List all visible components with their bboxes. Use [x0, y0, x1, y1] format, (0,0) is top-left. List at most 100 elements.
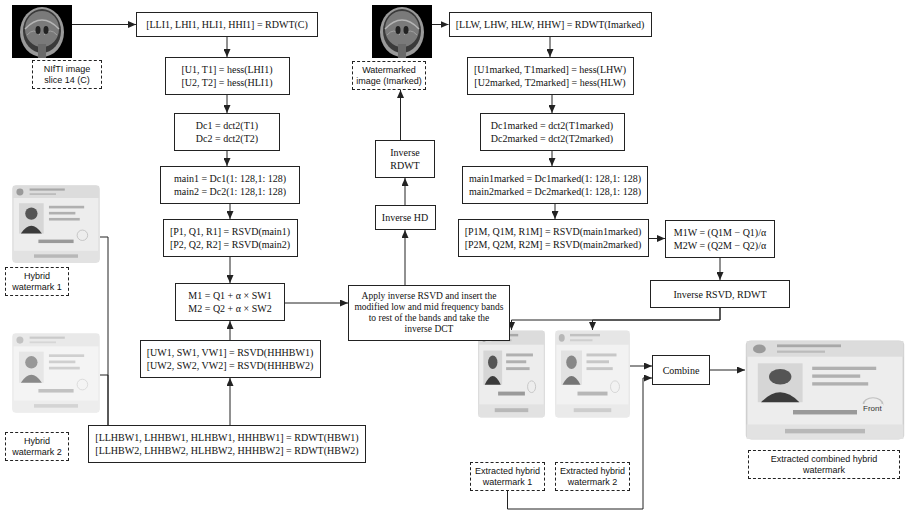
process-box: main1 = Dc1(1: 128,1: 128)main2 = Dc2(1:… — [160, 166, 300, 204]
image-node: Extracted hybrid watermark 1 — [478, 330, 545, 418]
flow-arrow — [88, 237, 108, 444]
process-box: M1 = Q1 + α × SW1M2 = Q2 + α × SW2 — [175, 283, 285, 321]
flow-arrow — [227, 151, 228, 166]
formula-text: M1 = Q1 + α × SW1 — [188, 289, 271, 302]
formula-text: main2marked = Dc2marked(1: 128,1: 128) — [469, 185, 641, 198]
card-label: Front — [862, 404, 883, 413]
image-node: NIfTI image slice 14 (C) — [12, 5, 72, 58]
formula-text: [U1, T1] = hess(LHI1) — [182, 63, 273, 76]
flow-arrow — [72, 24, 136, 25]
formula-text: Inverse RSVD, RDWT — [673, 288, 766, 301]
flow-arrow — [649, 238, 666, 239]
process-box: [LLW, LHW, HLW, HHW] = RDWT(Imarked) — [449, 12, 652, 37]
flow-arrow — [555, 204, 556, 219]
process-box: Inverse RDWT — [375, 140, 435, 178]
caption-box: Extracted hybrid watermark 2 — [555, 462, 630, 491]
flow-arrow — [285, 303, 348, 304]
id-card-image — [556, 331, 630, 417]
process-box: Dc1marked = dct2(T1marked)Dc2marked = dc… — [480, 113, 625, 151]
formula-text: Apply inverse RSVD and insert the modifi… — [354, 291, 504, 335]
connector-group — [72, 25, 745, 510]
formula-text: [U1marked, T1marked] = hess(LHW) — [474, 63, 626, 76]
formula-text: [UW2, SW2, VW2] = RSVD(HHHBW2) — [147, 359, 314, 372]
caption-box: Extracted combined hybrid watermark — [748, 450, 900, 479]
formula-text: main2 = Dc2(1: 128,1: 128) — [174, 185, 286, 198]
flow-arrow — [405, 178, 406, 205]
caption-box: Hybrid watermark 2 — [5, 432, 69, 461]
caption-text: Hybrid watermark 1 — [9, 271, 65, 292]
formula-text: [U2marked, T2marked] = hess(HLW) — [474, 76, 625, 89]
flow-arrow — [593, 308, 721, 330]
process-box: [U1marked, T1marked] = hess(LHW)[U2marke… — [467, 57, 634, 95]
formula-text: [P1, Q1, R1] = RSVD(main1) — [170, 225, 290, 238]
id-card-image — [13, 186, 99, 262]
caption-box: Extracted hybrid watermark 1 — [470, 462, 545, 491]
flow-arrow — [432, 24, 449, 25]
flow-arrow — [230, 204, 231, 219]
image-node: Extracted combined hybrid watermark — [745, 340, 905, 440]
formula-text: [U2, T2] = hess(HLI1) — [182, 76, 273, 89]
caption-box: Watermarked image (Imarked) — [352, 61, 426, 90]
process-box: [P1M, Q1M, R1M] = RSVD(main1marked)[P2M,… — [458, 219, 649, 257]
image-node: Watermarked image (Imarked) — [372, 5, 432, 58]
flow-arrow — [230, 378, 231, 425]
process-box: Inverse RSVD, RDWT — [650, 280, 790, 308]
formula-text: [LLW, LHW, HLW, HHW] = RDWT(Imarked) — [456, 18, 645, 31]
flow-arrow — [227, 37, 228, 57]
process-box: [LLI1, LHI1, HLI1, HHI1] = RDWT(C) — [136, 12, 318, 37]
mri-slice — [12, 5, 72, 58]
caption-text: Extracted combined hybrid watermark — [752, 454, 896, 475]
process-box: [P1, Q1, R1] = RSVD(main1)[P2, Q2, R2] =… — [163, 219, 298, 257]
formula-text: [LLI1, LHI1, HLI1, HHI1] = RDWT(C) — [146, 18, 308, 31]
id-card-image — [747, 341, 904, 439]
process-box: [UW1, SW1, VW1] = RSVD(HHHBW1)[UW2, SW2,… — [140, 340, 321, 378]
flow-arrow — [230, 257, 231, 283]
id-card-image — [479, 331, 545, 417]
formula-text: [LLHBW2, LHHBW2, HLHBW2, HHHBW2] = RDWT(… — [95, 444, 358, 457]
process-box: Apply inverse RSVD and insert the modifi… — [348, 285, 510, 341]
process-box: [LLHBW1, LHHBW1, HLHBW1, HHHBW1] = RDWT(… — [88, 425, 366, 463]
flow-arrow — [630, 366, 652, 367]
caption-text: Extracted hybrid watermark 1 — [474, 466, 541, 487]
formula-text: main1 = Dc1(1: 128,1: 128) — [174, 172, 286, 185]
formula-text: M2W = (Q2M − Q2)/α — [674, 239, 766, 252]
flow-arrow — [720, 258, 721, 280]
formula-text: Dc2 = dct2(T2) — [196, 132, 258, 145]
flow-arrow — [512, 308, 721, 330]
flow-arrow — [405, 230, 406, 285]
flow-arrow — [230, 321, 231, 340]
formula-text: Inverse RDWT — [381, 146, 429, 172]
flow-arrow — [400, 90, 401, 140]
caption-text: NIfTI image slice 14 (C) — [36, 64, 98, 85]
caption-text: Hybrid watermark 2 — [9, 436, 65, 457]
formula-text: M1W = (Q1M − Q1)/α — [674, 226, 766, 239]
formula-text: Dc2marked = dct2(T2marked) — [491, 132, 613, 145]
formula-text: Combine — [663, 364, 700, 377]
formula-text: [P1M, Q1M, R1M] = RSVD(main1marked) — [465, 225, 642, 238]
mri-slice — [372, 5, 432, 58]
formula-text: [P2, Q2, R2] = RSVD(main2) — [170, 238, 290, 251]
process-box: Dc1 = dct2(T1)Dc2 = dct2(T2) — [174, 113, 280, 151]
caption-text: Watermarked image (Imarked) — [356, 65, 422, 86]
id-card-image — [13, 334, 99, 412]
formula-text: [P2M, Q2M, R2M] = RSVD(main2marked) — [465, 238, 642, 251]
image-node: Hybrid watermark 2 — [12, 333, 100, 413]
caption-box: NIfTI image slice 14 (C) — [32, 60, 102, 89]
image-node: Extracted hybrid watermark 2 — [555, 330, 630, 418]
process-box: [U1, T1] = hess(LHI1)[U2, T2] = hess(HLI… — [165, 57, 290, 95]
flow-arrow — [710, 370, 745, 371]
caption-box: Hybrid watermark 1 — [5, 267, 69, 296]
formula-text: [LLHBW1, LHHBW1, HLHBW1, HHHBW1] = RDWT(… — [95, 431, 358, 444]
process-box: main1marked = Dc1marked(1: 128,1: 128)ma… — [462, 166, 648, 204]
formula-text: Dc1marked = dct2(T1marked) — [491, 119, 613, 132]
formula-text: Inverse HD — [382, 211, 428, 224]
formula-text: [UW1, SW1, VW1] = RSVD(HHHBW1) — [147, 346, 314, 359]
flow-arrow — [227, 95, 228, 113]
formula-text: M2 = Q2 + α × SW2 — [188, 302, 271, 315]
process-box: Inverse HD — [375, 205, 436, 230]
process-box: M1W = (Q1M − Q1)/αM2W = (Q2M − Q2)/α — [665, 220, 775, 258]
formula-text: main1marked = Dc1marked(1: 128,1: 128) — [469, 172, 641, 185]
flow-arrow — [552, 95, 553, 113]
